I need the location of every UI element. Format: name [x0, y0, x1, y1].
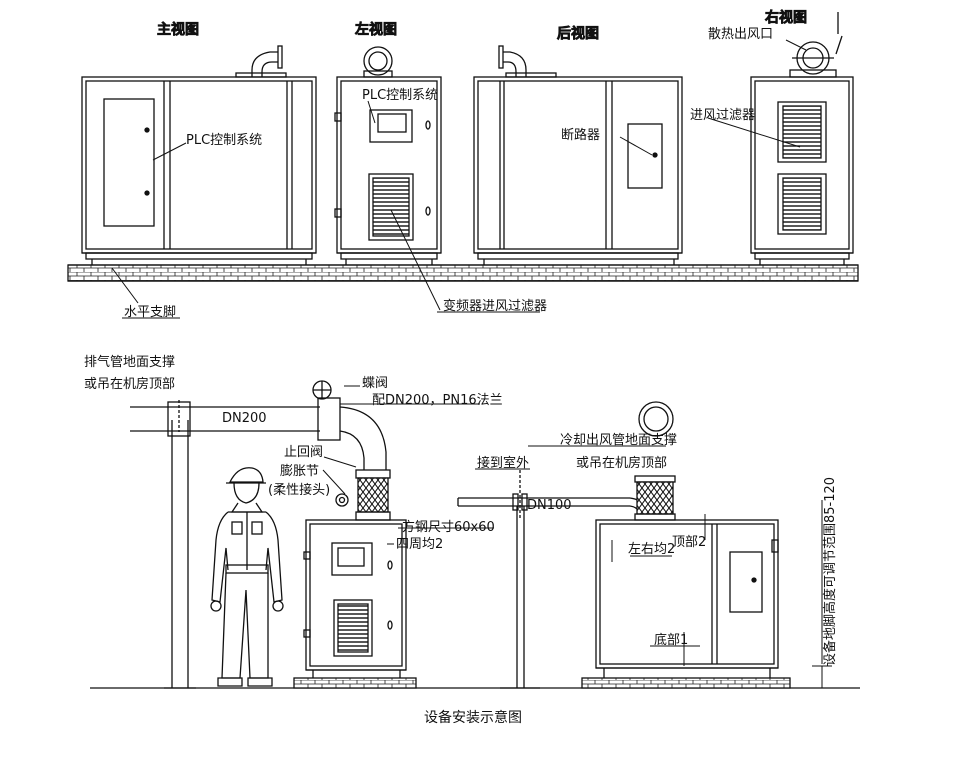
diagram-caption: 设备安装示意图 [424, 709, 522, 726]
front-view-title: 主视图 [157, 22, 199, 38]
bottom-right-unit [581, 401, 791, 689]
bottom-leader-lines [322, 385, 700, 647]
left-view-unit [334, 46, 442, 265]
label-breaker: 断路器 [561, 127, 600, 143]
worker-figure [210, 467, 284, 687]
right-view-unit [750, 12, 854, 265]
label-top: 顶部2 [672, 535, 706, 550]
label-bottom: 底部1 [654, 632, 688, 648]
label-foot-adjust: 设备地脚高度可调节范围85-120 [822, 477, 838, 666]
left-view-title: 左视图 [355, 22, 397, 38]
label-square-steel: 方钢尺寸60x60 [402, 519, 495, 535]
front-view-unit [81, 45, 317, 265]
label-butterfly-valve: 蝶阀 [362, 376, 388, 391]
label-heat-outlet: 散热出风口 [708, 27, 773, 42]
label-cooling-support-1: 冷却出风管地面支撑 [560, 433, 677, 448]
label-expansion-joint: 膨胀节 [280, 464, 319, 479]
label-intake-filter: 进风过滤器 [690, 108, 755, 123]
label-check-valve: 止回阀 [284, 445, 323, 460]
rear-view-unit [473, 45, 683, 265]
dimension-marks [611, 500, 832, 689]
label-flange: 配DN200，PN16法兰 [372, 393, 503, 408]
exhaust-support-pole [164, 400, 196, 689]
dn100-pipe [457, 470, 649, 689]
label-dn100: DN100 [527, 498, 572, 513]
dn200-pipe [130, 380, 391, 521]
top-ground-foundation [67, 264, 859, 282]
bottom-left-unit [293, 519, 417, 689]
label-to-outdoor: 接到室外 [477, 455, 529, 471]
label-plc-front: PLC控制系统 [186, 133, 262, 148]
label-plc-left: PLC控制系统 [362, 88, 438, 103]
right-view-title: 右视图 [765, 10, 807, 26]
label-leveling-feet: 水平支脚 [124, 304, 176, 320]
label-all-around: 四周均2 [396, 537, 443, 552]
label-dn200: DN200 [222, 411, 267, 426]
label-left-right: 左右均2 [628, 542, 675, 557]
top-leader-lines [111, 39, 807, 319]
rear-view-title: 后视图 [557, 26, 599, 42]
label-exhaust-support-2: 或吊在机房顶部 [84, 376, 175, 392]
label-flexible-joint: (柔性接头) [268, 482, 330, 498]
label-vfd-filter: 变频器进风过滤器 [443, 298, 547, 314]
label-cooling-support-2: 或吊在机房顶部 [576, 455, 667, 471]
label-exhaust-support-1: 排气管地面支撑 [84, 354, 175, 370]
